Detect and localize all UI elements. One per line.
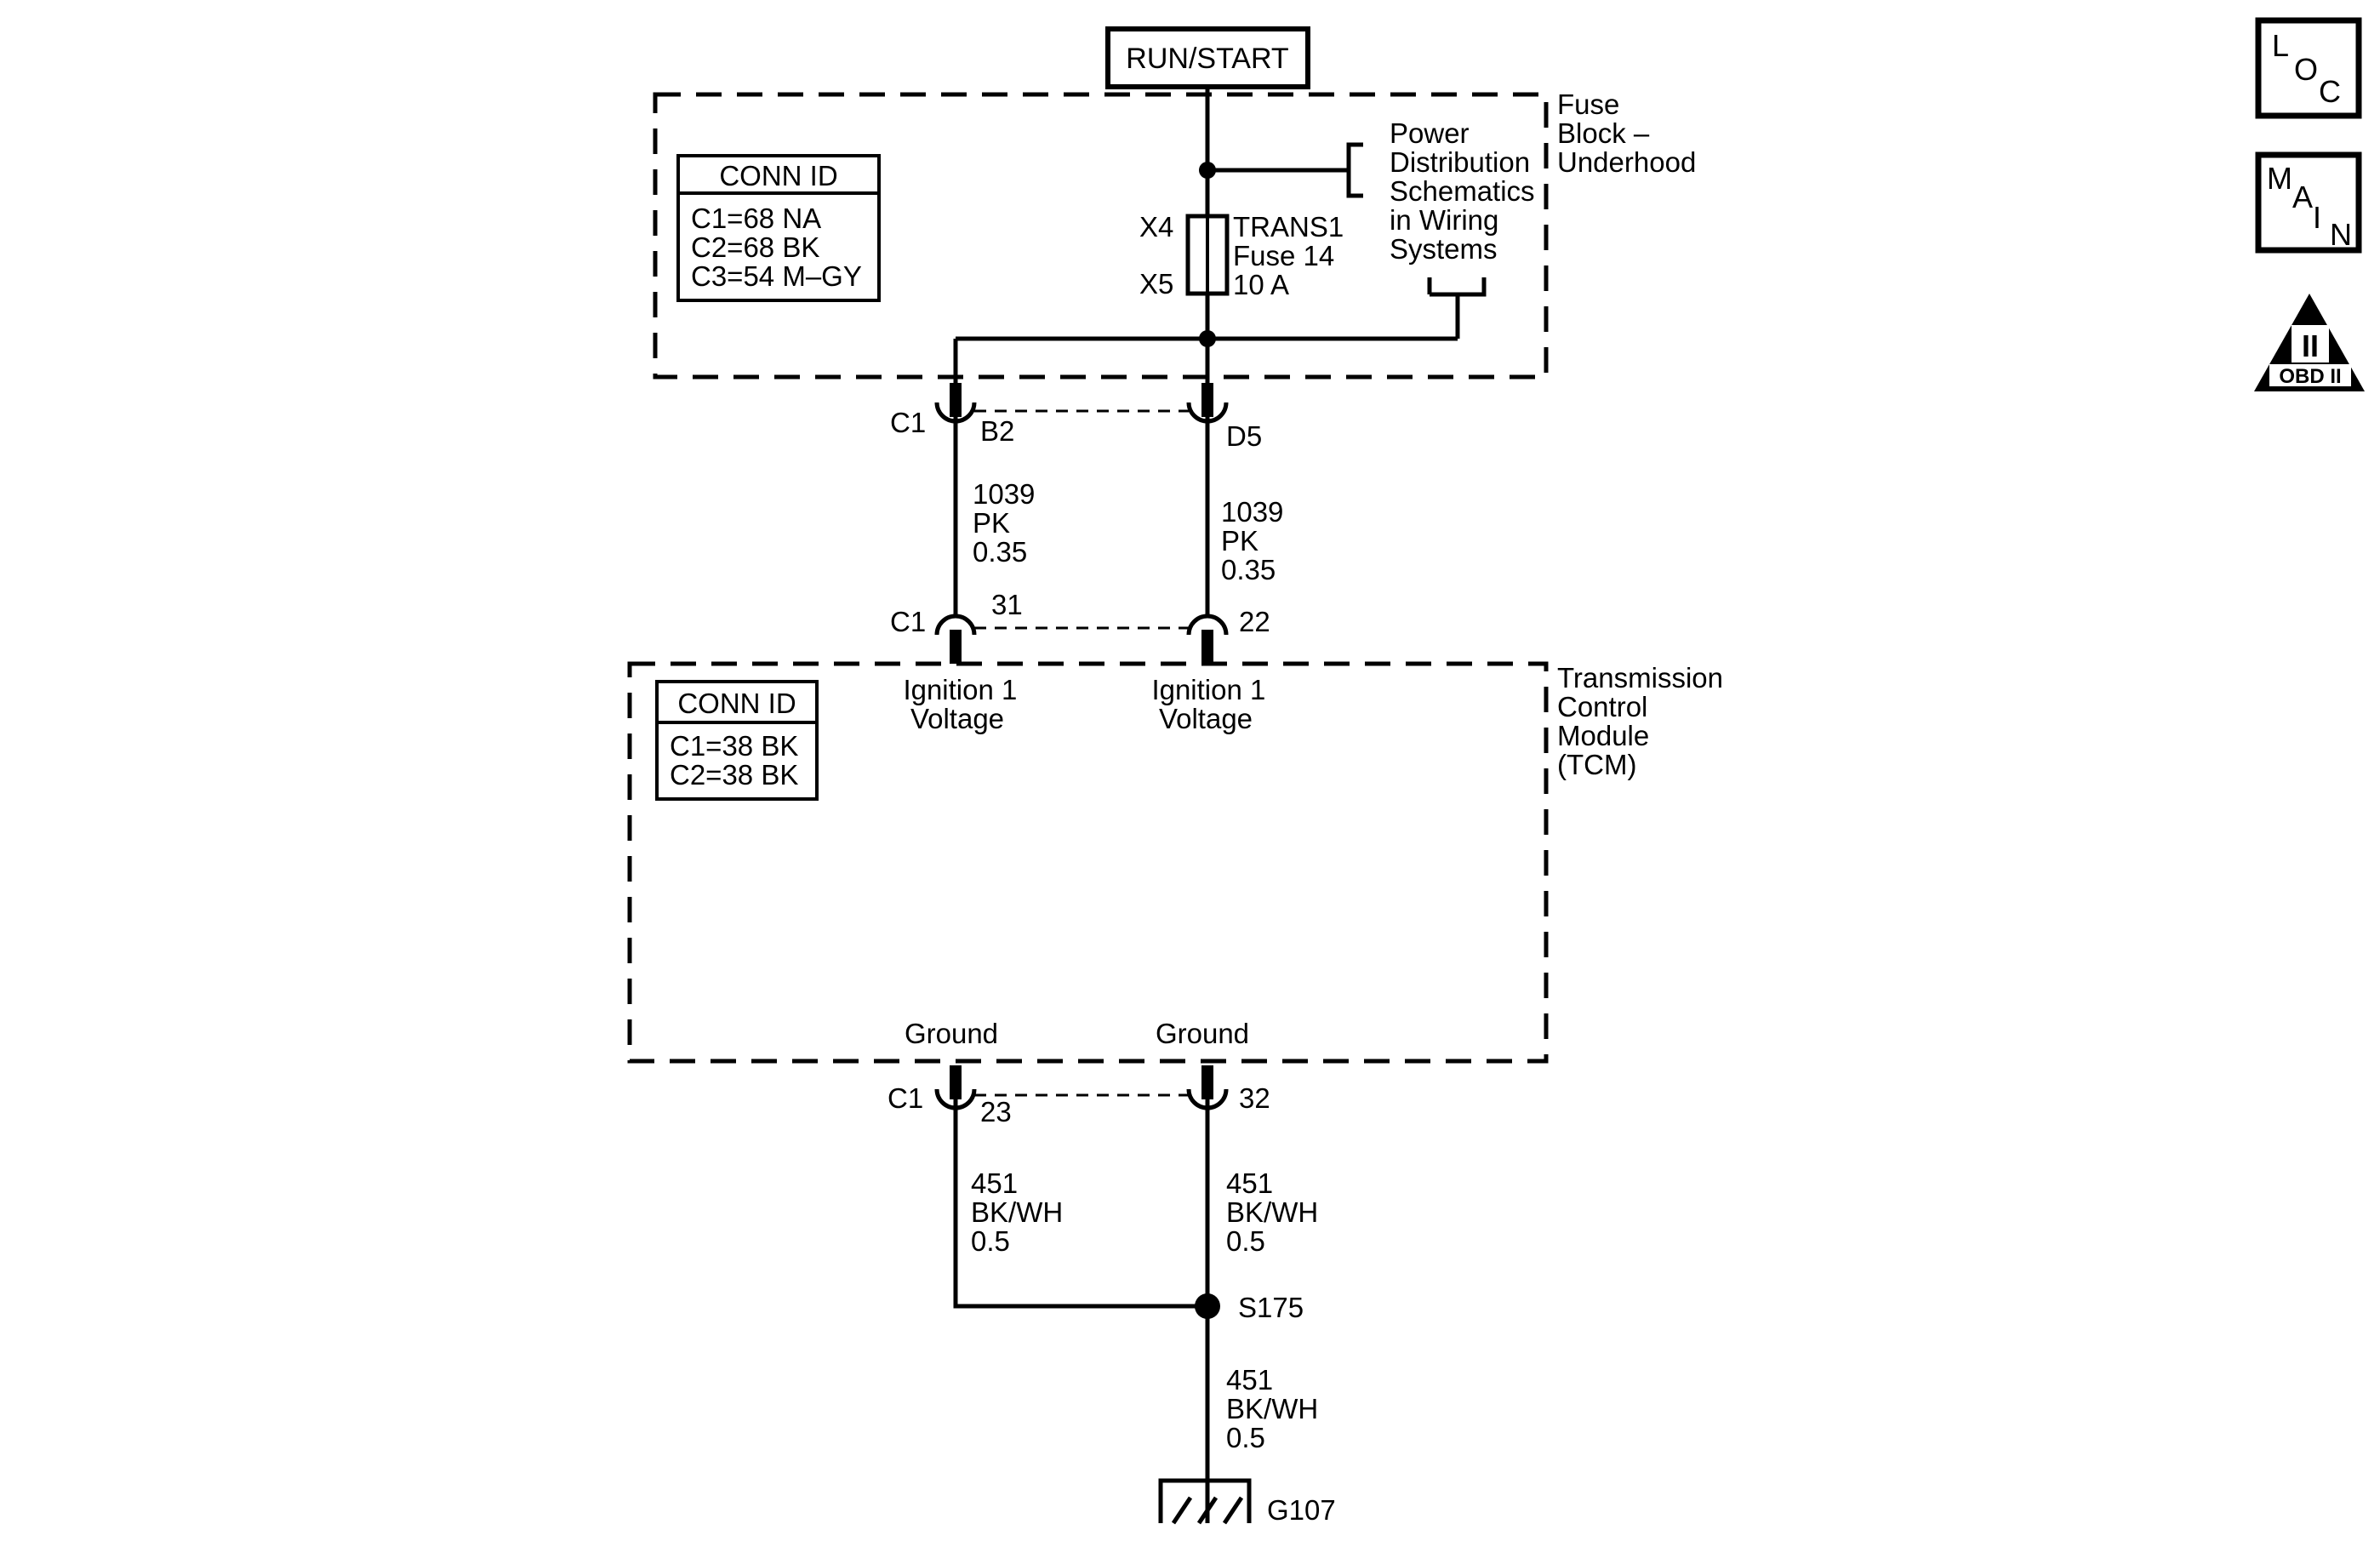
ground-wires bbox=[953, 1099, 1210, 1523]
splice-label: S175 bbox=[1238, 1292, 1304, 1323]
main-icon[interactable]: M A I N bbox=[2255, 151, 2362, 254]
fuse-block-boundary bbox=[653, 92, 1549, 380]
tcm-label: Transmission Control Module (TCM) bbox=[1557, 662, 1731, 780]
fuse-pin-bottom: X5 bbox=[1139, 268, 1173, 300]
run-start-source: RUN/START bbox=[1105, 26, 1310, 89]
tcm-conn-id: CONN ID C1=38 BK C2=38 BK bbox=[655, 680, 819, 801]
wire-right-top-spec: 1039 PK 0.35 bbox=[1221, 496, 1292, 585]
tcm-conn-id-lines: C1=38 BK C2=38 BK bbox=[670, 730, 807, 791]
svg-text:A: A bbox=[2292, 180, 2313, 214]
tcm-ground-right-label: Ground bbox=[1156, 1018, 1249, 1049]
conn-id-title: CONN ID bbox=[719, 160, 837, 191]
wire-left-bottom-spec: 451 BK/WH 0.5 bbox=[971, 1167, 1070, 1257]
conn-id-lines: C1=68 NA C2=68 BK C3=54 M–GY bbox=[691, 203, 862, 292]
tcm-boundary bbox=[627, 661, 1549, 1064]
tcm-pin-23: 23 bbox=[980, 1096, 1012, 1127]
tcm-top-connector-c1 bbox=[934, 614, 1229, 664]
tcm-input-left: Ignition 1 Voltage bbox=[903, 674, 1024, 734]
svg-text:L: L bbox=[2272, 28, 2289, 63]
tcm-input-right: Ignition 1 Voltage bbox=[1151, 674, 1273, 734]
tcm-top-connector-label: C1 bbox=[890, 606, 926, 637]
svg-text:M: M bbox=[2267, 161, 2292, 196]
wire-right-bottom-spec: 451 BK/WH 0.5 bbox=[1226, 1167, 1326, 1257]
tcm-pin-22: 22 bbox=[1239, 606, 1270, 637]
fuse-block-conn-id: CONN ID C1=68 NA C2=68 BK C3=54 M–GY bbox=[676, 154, 881, 302]
svg-text:II: II bbox=[2302, 328, 2319, 363]
tcm-ground-left-label: Ground bbox=[905, 1018, 998, 1049]
tcm-conn-id-title: CONN ID bbox=[677, 688, 796, 719]
svg-text:I: I bbox=[2313, 200, 2321, 235]
wire-left-top-spec: 1039 PK 0.35 bbox=[973, 478, 1043, 568]
fuse-block-label: Fuse Block – Underhood bbox=[1557, 88, 1696, 178]
fuse-block-connector-label: C1 bbox=[890, 407, 926, 438]
svg-text:O: O bbox=[2294, 52, 2318, 87]
ignition-wires bbox=[953, 417, 1210, 614]
run-start-label: RUN/START bbox=[1126, 43, 1288, 75]
ground-label: G107 bbox=[1267, 1494, 1336, 1526]
fuse-symbol bbox=[1185, 214, 1230, 296]
splice-dot bbox=[1195, 1293, 1220, 1319]
junction-dot bbox=[1199, 162, 1216, 179]
fuse-block-pin-d5: D5 bbox=[1226, 420, 1262, 452]
power-distribution-reference: Power Distribution Schematics in Wiring … bbox=[1390, 117, 1543, 265]
tcm-pin-31: 31 bbox=[991, 589, 1023, 620]
chassis-ground-icon bbox=[1158, 1478, 1252, 1525]
fuse-pin-top: X4 bbox=[1139, 211, 1173, 243]
loc-icon[interactable]: L O C bbox=[2255, 17, 2362, 119]
svg-text:C: C bbox=[2319, 74, 2341, 109]
svg-text:OBD II: OBD II bbox=[2279, 365, 2341, 388]
svg-text:N: N bbox=[2330, 217, 2352, 252]
wire-after-splice-spec: 451 BK/WH 0.5 bbox=[1226, 1364, 1326, 1453]
tcm-bottom-connector-label: C1 bbox=[888, 1082, 923, 1114]
tcm-pin-32: 32 bbox=[1239, 1082, 1270, 1114]
fuse-label: TRANS1 Fuse 14 10 A bbox=[1233, 211, 1351, 300]
fuse-block-pin-b2: B2 bbox=[980, 415, 1014, 447]
obd-ii-icon[interactable]: II OBD II bbox=[2254, 294, 2365, 391]
junction-dot bbox=[1199, 330, 1216, 347]
